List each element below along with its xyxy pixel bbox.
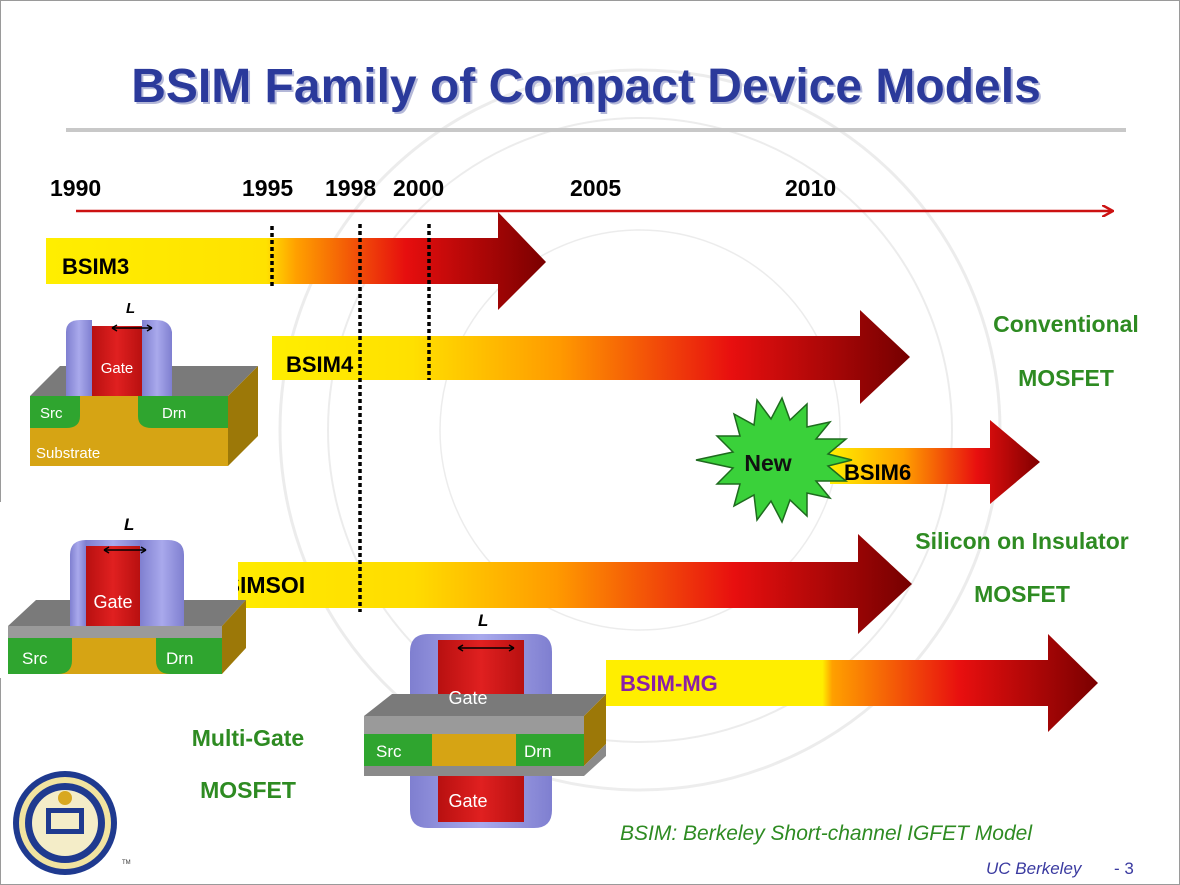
category-soi-line2: MOSFET	[974, 581, 1070, 607]
year-1995: 1995	[242, 175, 293, 201]
year-1990: 1990	[50, 175, 101, 201]
new-label: New	[744, 450, 791, 476]
bsim3-label: BSIM3	[62, 254, 129, 279]
bulk-length-label: L	[126, 300, 135, 317]
category-conventional-line2: MOSFET	[1018, 365, 1114, 391]
category-multigate-line1: Multi-Gate	[192, 725, 304, 751]
mg-top-gate-label: Gate	[448, 688, 487, 708]
multigate-device	[364, 634, 606, 828]
year-2000: 2000	[393, 175, 444, 201]
page-title: BSIM Family of Compact Device Models	[131, 60, 1041, 113]
mg-drn-label: Drn	[524, 742, 551, 761]
bsimmg-label: BSIM-MG	[620, 671, 718, 696]
bsim6-label: BSIM6	[844, 460, 911, 485]
soi-mosfet-device	[0, 502, 246, 678]
bsimsoi-arrow	[200, 534, 912, 634]
year-2005: 2005	[570, 175, 621, 201]
bulk-src-label: Src	[40, 405, 63, 422]
category-multigate-line2: MOSFET	[200, 777, 296, 803]
bulk-drn-label: Drn	[162, 405, 186, 422]
bulk-gate-label: Gate	[101, 360, 134, 377]
title-underline	[66, 128, 1126, 132]
bsim6-arrow	[830, 420, 1040, 504]
soi-length-label: L	[124, 515, 134, 534]
year-1998: 1998	[325, 175, 376, 201]
bsim4-label: BSIM4	[286, 352, 354, 377]
footer-page-number: - 3	[1114, 859, 1134, 878]
soi-gate-label: Gate	[93, 592, 132, 612]
soi-drn-label: Drn	[166, 649, 193, 668]
new-starburst	[695, 396, 853, 524]
bsimmg-arrow	[606, 634, 1098, 732]
page-title-shadow: BSIM Family of Compact Device Models	[133, 62, 1043, 115]
category-conventional-line1: Conventional	[993, 311, 1139, 337]
footer-definition: BSIM: Berkeley Short-channel IGFET Model	[620, 822, 1033, 845]
footer-source: UC Berkeley	[986, 859, 1083, 878]
year-2010: 2010	[785, 175, 836, 201]
bulk-mosfet-device	[30, 320, 258, 466]
category-soi-line1: Silicon on Insulator	[915, 528, 1128, 554]
uc-seal-logo: TM	[13, 771, 131, 875]
soi-src-label: Src	[22, 649, 48, 668]
mg-src-label: Src	[376, 742, 402, 761]
svg-text:TM: TM	[122, 860, 131, 866]
mg-bottom-gate-label: Gate	[448, 791, 487, 811]
bulk-substrate-label: Substrate	[36, 445, 100, 462]
bsim3-arrow	[46, 212, 546, 310]
mg-length-label: L	[478, 611, 488, 630]
bsim4-arrow	[272, 310, 910, 404]
